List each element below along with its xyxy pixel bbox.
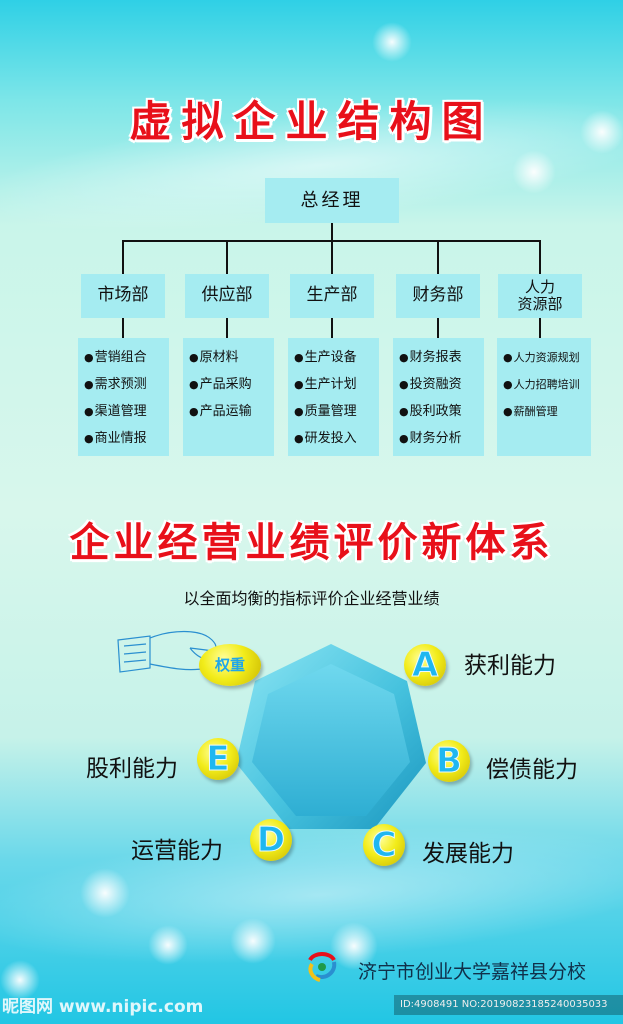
duty-item: 生产计划 (294, 371, 379, 398)
ability-label-a: 获利能力 (464, 653, 556, 679)
duty-item: 产品运输 (189, 398, 274, 425)
dept-finance: 财务部 (396, 274, 480, 318)
connector-line (331, 318, 333, 338)
duty-item: 产品采购 (189, 371, 274, 398)
ability-label-b: 偿债能力 (486, 757, 578, 783)
ability-label-d: 运营能力 (131, 838, 223, 864)
duty-item: 薪酬管理 (503, 398, 591, 425)
duty-item: 需求预测 (84, 371, 169, 398)
evaluation-subtitle: 以全面均衡的指标评价企业经营业绩 (183, 589, 440, 608)
dept-market: 市场部 (81, 274, 165, 318)
connector-line (226, 240, 228, 274)
ball-e: E (197, 738, 239, 780)
connector-line (539, 240, 541, 274)
duty-item: 渠道管理 (84, 398, 169, 425)
connector-line (331, 223, 333, 241)
connector-line (437, 318, 439, 338)
weight-ball: 权重 (199, 644, 261, 686)
duty-item: 财务分析 (399, 425, 484, 452)
duty-item: 生产设备 (294, 344, 379, 371)
connector-line (122, 240, 124, 274)
duty-item: 投资融资 (399, 371, 484, 398)
duty-item: 商业情报 (84, 425, 169, 452)
duty-item: 股利政策 (399, 398, 484, 425)
duty-list-market: 营销组合 需求预测 渠道管理 商业情报 (78, 338, 169, 456)
org-chart-title: 虚拟企业结构图 (129, 97, 494, 146)
connector-line (331, 240, 333, 274)
connector-line (122, 318, 124, 338)
ball-d: D (250, 819, 292, 861)
ball-b: B (428, 740, 470, 782)
duty-list-finance: 财务报表 投资融资 股利政策 财务分析 (393, 338, 484, 456)
connector-line (437, 240, 439, 274)
duty-item: 人力资源规划 (503, 344, 591, 371)
connector-line (226, 318, 228, 338)
duty-item: 原材料 (189, 344, 274, 371)
ball-a: A (404, 644, 446, 686)
duty-item: 财务报表 (399, 344, 484, 371)
duty-item: 质量管理 (294, 398, 379, 425)
dept-supply: 供应部 (185, 274, 269, 318)
dept-hr-line1: 人力 (524, 277, 555, 296)
dept-hr: 人力 资源部 (498, 274, 582, 318)
evaluation-title: 企业经营业绩评价新体系 (69, 520, 554, 566)
dept-hr-line2: 资源部 (517, 295, 563, 313)
connector-line (539, 318, 541, 338)
dept-production: 生产部 (290, 274, 374, 318)
ability-label-c: 发展能力 (422, 841, 514, 867)
duty-item: 人力招聘培训 (503, 371, 591, 398)
ability-label-e: 股利能力 (86, 756, 178, 782)
duty-list-production: 生产设备 生产计划 质量管理 研发投入 (288, 338, 379, 456)
school-name: 济宁市创业大学嘉祥县分校 (358, 961, 587, 983)
image-id-label: ID:4908491 NO:20190823185240035033 (394, 995, 623, 1015)
ceo-box: 总经理 (265, 178, 399, 223)
duty-item: 研发投入 (294, 425, 379, 452)
duty-list-hr: 人力资源规划 人力招聘培训 薪酬管理 (497, 338, 591, 456)
duty-list-supply: 原材料 产品采购 产品运输 (183, 338, 274, 456)
watermark: 昵图网 www.nipic.com (2, 997, 204, 1017)
school-logo-icon (308, 952, 337, 982)
duty-item: 营销组合 (84, 344, 169, 371)
ball-c: C (363, 824, 405, 866)
heptagon-inner (252, 664, 410, 816)
